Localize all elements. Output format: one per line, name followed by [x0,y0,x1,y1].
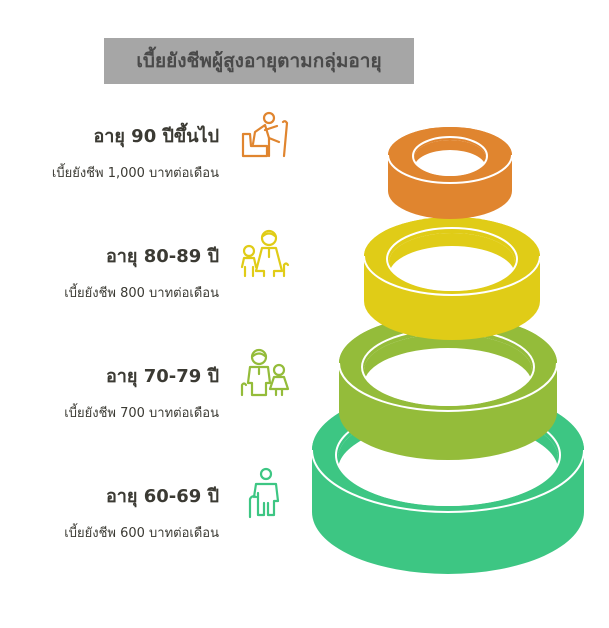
tier-60-69: อายุ 60-69 ปี เบี้ยยังชีพ 600 บาทต่อเดือ… [64,481,219,543]
elderly-woman-with-child-icon [240,229,290,278]
ring-80-89 [363,217,541,340]
title-banner: เบี้ยยังชีพผู้สูงอายุตามกลุ่มอายุ [104,38,414,84]
ring-70-79 [338,315,558,460]
ring-90-plus [387,127,513,219]
tier-allowance: เบี้ยยังชีพ 800 บาทต่อเดือน [64,286,219,301]
tier-age-label: อายุ 80-89 ปี [106,246,219,267]
tier-70-79: อายุ 70-79 ปี เบี้ยยังชีพ 700 บาทต่อเดือ… [64,361,219,423]
tier-allowance: เบี้ยยังชีพ 1,000 บาทต่อเดือน [51,166,219,181]
diagram-title: เบี้ยยังชีพผู้สูงอายุตามกลุ่มอายุ [136,50,382,72]
elderly-seated-with-cane-icon [241,111,289,158]
tier-age-label: อายุ 60-69 ปี [106,486,219,507]
elderly-person-with-cane-icon [248,467,280,519]
elderly-man-with-child-icon [240,348,290,397]
tier-age-label: อายุ 70-79 ปี [106,366,219,387]
tier-80-89: อายุ 80-89 ปี เบี้ยยังชีพ 800 บาทต่อเดือ… [64,241,219,303]
tier-90-plus: อายุ 90 ปีขึ้นไป เบี้ยยังชีพ 1,000 บาทต่… [52,121,219,183]
tier-allowance: เบี้ยยังชีพ 700 บาทต่อเดือน [64,406,219,421]
tier-age-label: อายุ 90 ปีขึ้นไป [93,126,219,147]
tier-allowance: เบี้ยยังชีพ 600 บาทต่อเดือน [64,526,219,541]
